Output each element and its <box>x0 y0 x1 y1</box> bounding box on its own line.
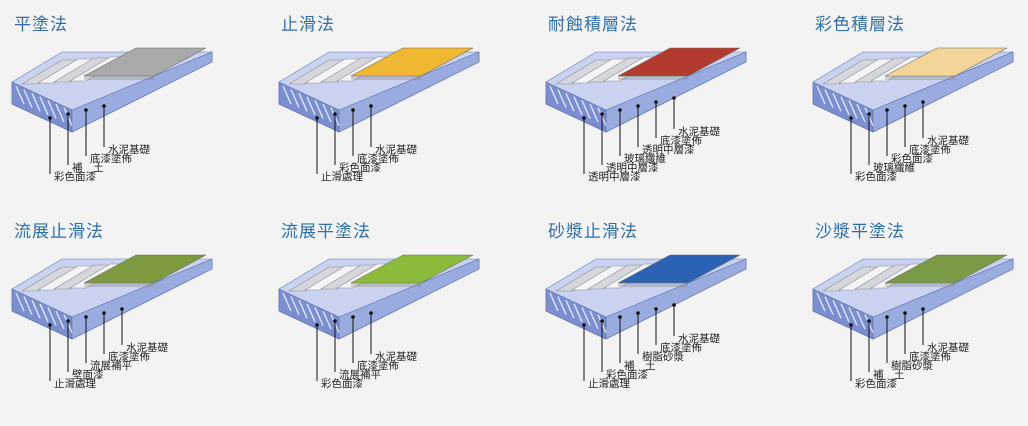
method-title: 止滑法 <box>281 15 335 35</box>
layer-label: 樹脂砂漿 <box>642 350 684 363</box>
top-coat <box>350 254 474 284</box>
layer-label: 底漆塗佈 <box>660 341 702 354</box>
layer-label: 補 土 <box>873 368 905 381</box>
layer-label: 彩色面漆 <box>606 368 648 381</box>
layer-label: 止滑處理 <box>54 377 96 390</box>
layer-label: 水泥基礎 <box>678 125 720 138</box>
layer-label: 壁面漆 <box>72 368 104 381</box>
top-coat <box>83 254 207 284</box>
layer-label: 水泥基礎 <box>375 143 417 156</box>
method-title: 沙漿平塗法 <box>815 222 905 242</box>
layer-label: 透明中層漆 <box>606 161 659 174</box>
layer-label: 水泥基礎 <box>126 341 168 354</box>
layer-label: 彩色面漆 <box>855 377 897 390</box>
layer-label: 玻璃纖維 <box>624 152 666 165</box>
method-panel: 流展止滑法止滑處理壁面漆流展補平底漆塗佈水泥基礎 <box>0 207 257 420</box>
top-coat <box>617 47 741 77</box>
method-panel: 平塗法彩色面漆補 土底漆塗佈水泥基礎 <box>0 0 257 213</box>
layer-label: 底漆塗佈 <box>357 359 399 372</box>
layer-label: 底漆塗佈 <box>90 152 132 165</box>
layer-label: 彩色面漆 <box>339 161 381 174</box>
method-panel: 沙漿平塗法彩色面漆補 土樹脂砂漿底漆塗佈水泥基礎 <box>801 207 1028 420</box>
layer-label: 底漆塗佈 <box>909 350 951 363</box>
top-coat <box>350 47 474 77</box>
layer-label: 水泥基礎 <box>927 341 969 354</box>
method-panel: 止滑法止滑處理彩色面漆底漆塗佈水泥基礎 <box>267 0 524 213</box>
method-panel: 流展平塗法彩色面漆流展補平底漆塗佈水泥基礎 <box>267 207 524 420</box>
method-title: 砂漿止滑法 <box>548 222 638 242</box>
top-coat <box>884 254 1008 284</box>
method-panel: 彩色積層法彩色面漆玻璃纖維彩色面漆底漆塗佈水泥基礎 <box>801 0 1028 213</box>
layer-label: 水泥基礎 <box>375 350 417 363</box>
layer-label: 流展補平 <box>339 368 381 381</box>
method-title: 平塗法 <box>14 15 68 35</box>
layer-label: 底漆塗佈 <box>357 152 399 165</box>
top-coat <box>617 254 741 284</box>
layer-label: 底漆塗佈 <box>660 134 702 147</box>
method-panel: 砂漿止滑法止滑處理彩色面漆補 土樹脂砂漿底漆塗佈水泥基礎 <box>534 207 791 420</box>
layer-label: 透明中層漆 <box>642 143 695 156</box>
layer-label: 補 土 <box>72 161 104 174</box>
top-coat <box>83 47 207 77</box>
top-coat <box>884 47 1008 77</box>
method-panel: 耐蝕積層法透明中層漆透明中層漆玻璃纖維透明中層漆底漆塗佈水泥基礎 <box>534 0 791 213</box>
layer-label: 水泥基礎 <box>108 143 150 156</box>
layer-label: 玻璃纖維 <box>873 161 915 174</box>
layer-label: 補 土 <box>624 359 656 372</box>
layer-label: 樹脂砂漿 <box>891 359 933 372</box>
method-title: 耐蝕積層法 <box>548 15 638 35</box>
method-title: 流展止滑法 <box>14 222 104 242</box>
method-title: 彩色積層法 <box>815 15 905 35</box>
method-title: 流展平塗法 <box>281 222 371 242</box>
layer-label: 流展補平 <box>90 359 132 372</box>
layer-label: 止滑處理 <box>321 170 363 183</box>
layer-label: 水泥基礎 <box>927 134 969 147</box>
layer-label: 底漆塗佈 <box>108 350 150 363</box>
layer-label: 水泥基礎 <box>678 332 720 345</box>
layer-label: 彩色面漆 <box>321 377 363 390</box>
layer-label: 底漆塗佈 <box>909 143 951 156</box>
layer-label: 止滑處理 <box>588 377 630 390</box>
layer-label: 彩色面漆 <box>855 170 897 183</box>
layer-label: 彩色面漆 <box>891 152 933 165</box>
layer-label: 彩色面漆 <box>54 170 96 183</box>
layer-label: 透明中層漆 <box>588 170 641 183</box>
